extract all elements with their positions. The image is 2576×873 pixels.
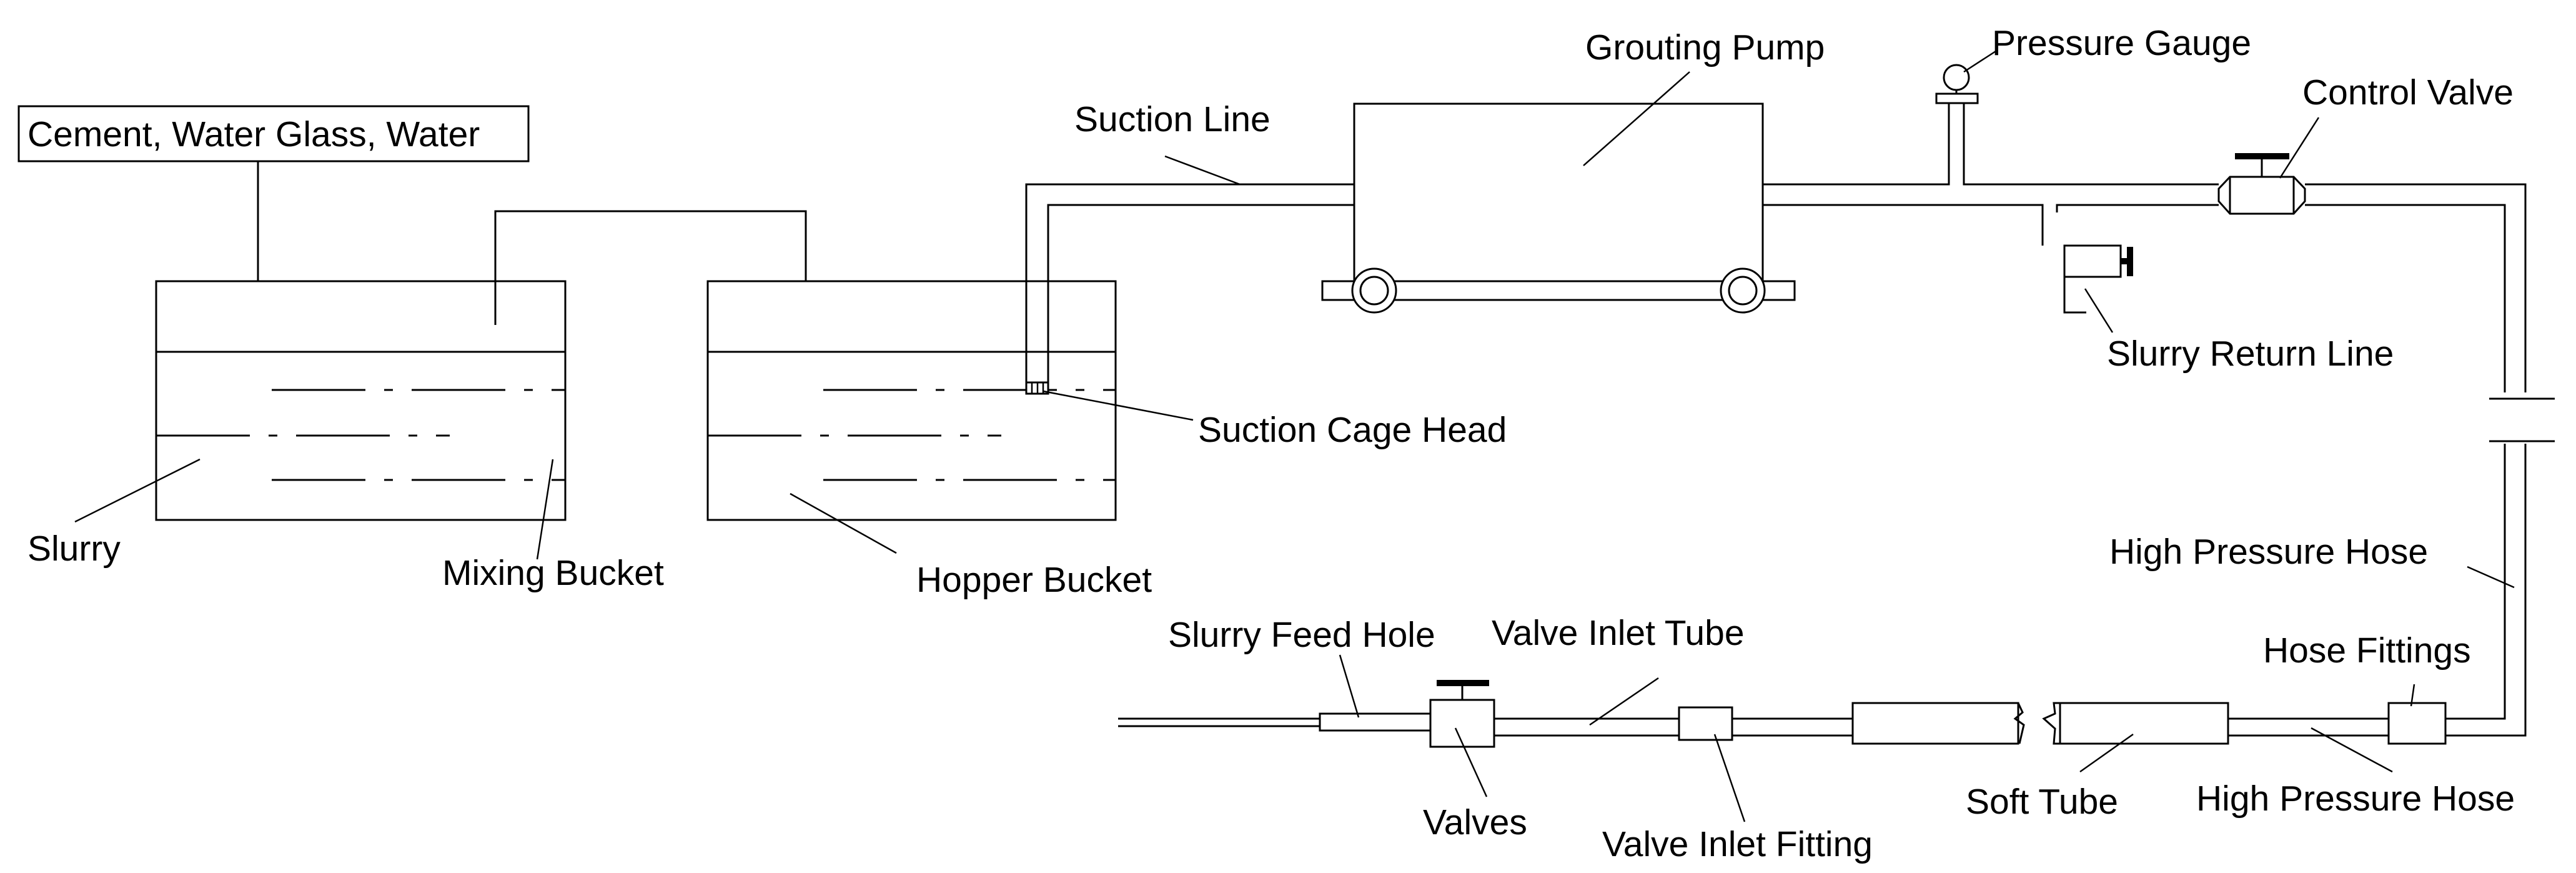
materials-label: Cement, Water Glass, Water <box>27 114 480 154</box>
valve-inlet-fitting-label: Valve Inlet Fitting <box>1602 824 1873 864</box>
control-valve-label: Control Valve <box>2302 72 2514 112</box>
pressure-gauge-label: Pressure Gauge <box>1992 23 2251 63</box>
mixing-bucket <box>155 280 567 521</box>
grouting-pump-label: Grouting Pump <box>1585 27 1825 67</box>
discharge-pipe <box>1763 103 2555 737</box>
valves-label: Valves <box>1423 802 1527 842</box>
valve <box>1429 699 1495 748</box>
suction-cage-head-label: Suction Cage Head <box>1198 410 1507 450</box>
high-pressure-hose-upper-label: High Pressure Hose <box>2109 532 2428 572</box>
soft-tube-label: Soft Tube <box>1966 782 2118 822</box>
grouting-pump <box>1321 102 1796 314</box>
suction-line-label: Suction Line <box>1074 99 1271 139</box>
control-valve <box>2217 153 2306 215</box>
slurry-feed-hole <box>1319 712 1432 732</box>
soft-tube-left <box>1851 702 2019 745</box>
hose-fitting <box>2387 702 2447 745</box>
high-pressure-hose-lower-label: High Pressure Hose <box>2196 779 2515 819</box>
soft-tube-right <box>2059 702 2229 745</box>
slurry-return-line-label: Slurry Return Line <box>2107 334 2394 374</box>
slurry-return-line <box>2063 244 2133 314</box>
hopper-bucket-label: Hopper Bucket <box>916 560 1152 600</box>
valve-inlet-tube-label: Valve Inlet Tube <box>1492 613 1745 653</box>
valve-inlet-fitting <box>1678 706 1733 741</box>
suction-line <box>1025 183 1354 395</box>
bottom-feed-line <box>1118 680 2447 748</box>
slurry-feed-hole-label: Slurry Feed Hole <box>1168 615 1435 655</box>
leader-lines <box>74 50 2515 822</box>
hopper-bucket <box>706 280 1117 521</box>
pressure-gauge <box>1935 64 1979 104</box>
materials-box: Cement, Water Glass, Water <box>17 105 530 317</box>
slurry-label: Slurry <box>27 529 121 569</box>
mixing-bucket-label: Mixing Bucket <box>442 553 664 593</box>
hose-fittings-label: Hose Fittings <box>2263 631 2471 671</box>
